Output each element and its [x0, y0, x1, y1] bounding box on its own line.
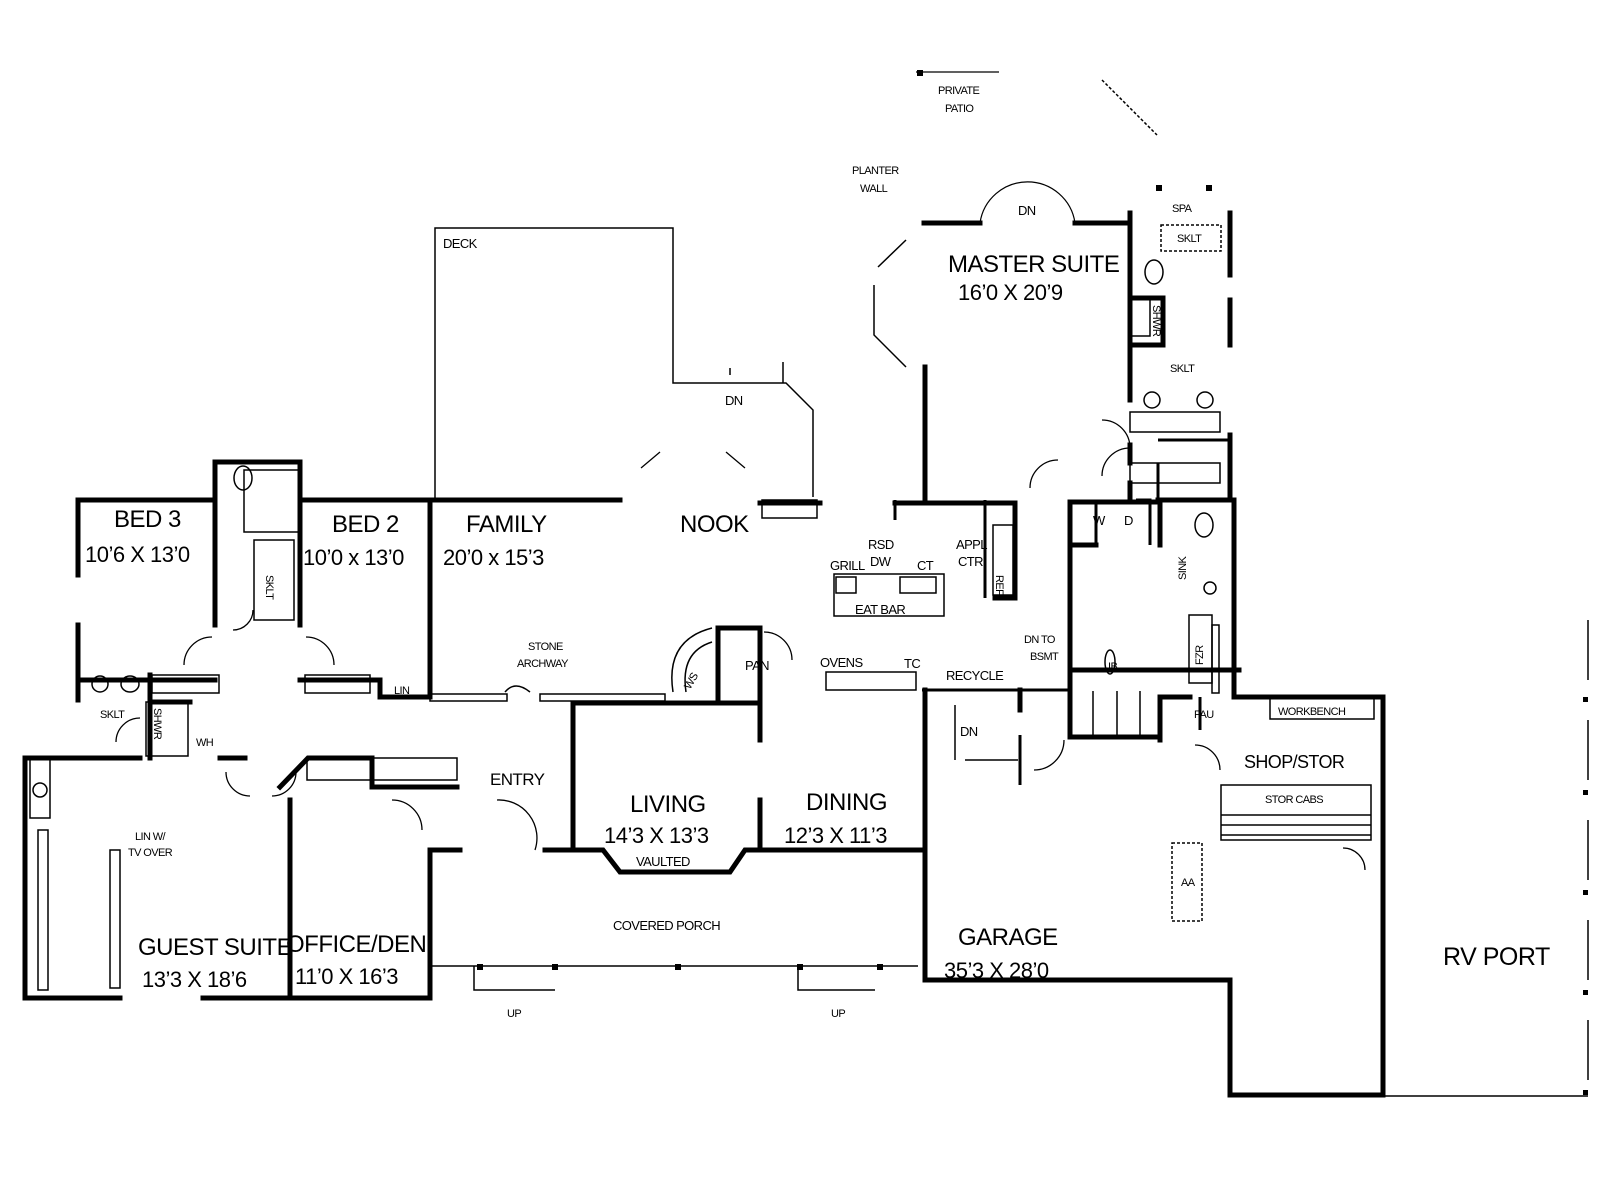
- dining-dims: 12’3 X 11’3: [784, 823, 887, 848]
- partition-walls: [893, 438, 1230, 785]
- svg-text:APPL: APPL: [956, 537, 987, 552]
- office-den-dims: 11’0 X 16’3: [295, 964, 398, 989]
- door-swings: [115, 419, 1366, 871]
- svg-text:TV OVER: TV OVER: [128, 847, 173, 859]
- svg-text:DN TO: DN TO: [1024, 634, 1056, 646]
- svg-text:RSD: RSD: [868, 537, 894, 552]
- office-den-name: OFFICE/DEN: [286, 931, 426, 958]
- walls: [22, 210, 1386, 1098]
- bed2-name: BED 2: [332, 511, 399, 538]
- porch-posts: [477, 70, 1588, 1095]
- svg-text:OVENS: OVENS: [820, 655, 863, 670]
- svg-text:WALL: WALL: [860, 183, 888, 195]
- guest-suite-name: GUEST SUITE: [138, 934, 292, 961]
- svg-text:DN: DN: [725, 393, 743, 408]
- patio-edge: [1101, 79, 1158, 136]
- family-dims: 20’0 x 15’3: [443, 545, 544, 570]
- svg-text:STONE: STONE: [528, 641, 563, 653]
- family-name: FAMILY: [466, 511, 547, 538]
- bed2-dims: 10’0 x 13’0: [303, 545, 404, 570]
- svg-text:BSMT: BSMT: [1030, 651, 1059, 663]
- fixture-labels: PRIVATE PATIO PLANTER WALL DECK DN DN SP…: [100, 85, 1347, 1020]
- svg-text:GRILL: GRILL: [830, 558, 865, 573]
- living-name: LIVING: [630, 791, 706, 818]
- svg-text:AA: AA: [1181, 877, 1196, 889]
- rv-port-outline: [1382, 697, 1588, 1097]
- garage-name: GARAGE: [958, 924, 1058, 951]
- svg-text:TC: TC: [904, 656, 920, 671]
- svg-text:CTR: CTR: [958, 554, 983, 569]
- bed3-name: BED 3: [114, 506, 181, 533]
- svg-text:W: W: [1093, 513, 1106, 528]
- svg-text:STOR CABS: STOR CABS: [1265, 794, 1323, 806]
- svg-text:WORKBENCH: WORKBENCH: [1278, 706, 1346, 718]
- rv-port-name: RV PORT: [1443, 943, 1550, 971]
- svg-text:FAU: FAU: [1194, 709, 1214, 721]
- svg-text:VAULTED: VAULTED: [636, 854, 690, 869]
- deck-outline: [434, 227, 814, 500]
- svg-text:UP: UP: [831, 1008, 845, 1020]
- svg-text:SPA: SPA: [1172, 203, 1193, 215]
- svg-text:UP: UP: [507, 1008, 521, 1020]
- svg-text:SHWR: SHWR: [151, 708, 163, 740]
- svg-text:CT: CT: [917, 558, 934, 573]
- svg-text:ARCHWAY: ARCHWAY: [517, 658, 569, 670]
- svg-text:EAT BAR: EAT BAR: [855, 602, 905, 617]
- svg-text:DECK: DECK: [443, 236, 478, 251]
- svg-text:SKLT: SKLT: [100, 709, 125, 721]
- svg-text:IB: IB: [1108, 661, 1117, 673]
- dining-name: DINING: [806, 789, 887, 816]
- room-labels: MASTER SUITE 16’0 X 20’9 BED 3 10’6 X 13…: [85, 251, 1550, 992]
- svg-text:SHWR: SHWR: [1150, 305, 1162, 337]
- svg-text:REF: REF: [993, 575, 1005, 596]
- master-suite-dims: 16’0 X 20’9: [958, 280, 1063, 305]
- svg-text:SKLT: SKLT: [1177, 233, 1202, 245]
- entry-name: ENTRY: [490, 770, 545, 789]
- svg-text:DW: DW: [870, 554, 892, 569]
- svg-text:LIN W/: LIN W/: [135, 831, 167, 843]
- svg-text:PLANTER: PLANTER: [852, 165, 899, 177]
- svg-text:SKLT: SKLT: [263, 575, 275, 600]
- shop-stor-name: SHOP/STOR: [1244, 752, 1345, 772]
- svg-text:PAN: PAN: [745, 658, 769, 673]
- svg-text:PATIO: PATIO: [945, 103, 974, 115]
- svg-text:LIN: LIN: [394, 685, 410, 697]
- svg-text:DN: DN: [1018, 203, 1036, 218]
- svg-text:COVERED PORCH: COVERED PORCH: [613, 918, 720, 933]
- guest-suite-dims: 13’3 X 18’6: [142, 967, 247, 992]
- master-suite-name: MASTER SUITE: [948, 251, 1119, 278]
- svg-text:WH: WH: [196, 737, 214, 749]
- garage-dims: 35’3 X 28’0: [944, 958, 1049, 983]
- svg-text:RECYCLE: RECYCLE: [946, 668, 1004, 683]
- svg-text:SINK: SINK: [1177, 555, 1189, 580]
- svg-text:D: D: [1124, 513, 1133, 528]
- svg-text:SKLT: SKLT: [1170, 363, 1195, 375]
- living-dims: 14’3 X 13’3: [604, 823, 709, 848]
- svg-text:FZR: FZR: [1194, 645, 1206, 665]
- bed3-dims: 10’6 X 13’0: [85, 542, 190, 567]
- svg-text:PRIVATE: PRIVATE: [938, 85, 979, 97]
- svg-text:DN: DN: [960, 724, 978, 739]
- nook-name: NOOK: [680, 511, 749, 538]
